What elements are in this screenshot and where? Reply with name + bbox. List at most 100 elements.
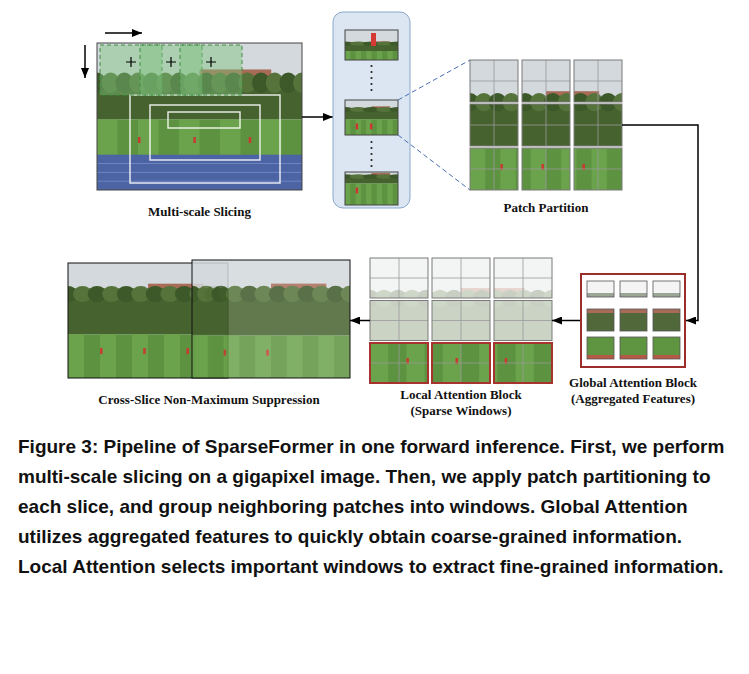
- ellipsis-dot: [370, 71, 372, 73]
- window: [574, 104, 622, 146]
- photo: [192, 260, 350, 378]
- stage-label: Patch Partition: [504, 200, 589, 216]
- window: [522, 148, 570, 190]
- arrow: [302, 116, 333, 118]
- player: [370, 123, 373, 129]
- aggregated-tile: [620, 337, 647, 359]
- player: [356, 123, 359, 129]
- flow-arrow: [350, 320, 370, 322]
- patch-line: [432, 363, 490, 364]
- aggregated-tile-band: [620, 293, 647, 297]
- aggregated-tile-band: [620, 309, 647, 313]
- patch-line: [574, 81, 622, 82]
- aggregated-tile-band: [587, 309, 614, 313]
- zoom-line: [398, 60, 470, 100]
- patch-line: [574, 169, 622, 170]
- sky: [345, 30, 398, 60]
- window: [470, 104, 518, 146]
- ellipsis-dot: [370, 159, 372, 161]
- aggregated-tile-band: [653, 293, 680, 297]
- field-stripe: [356, 184, 361, 205]
- ellipsis-dot: [370, 153, 372, 155]
- field-stripe: [356, 51, 361, 60]
- selected-window: [432, 343, 490, 383]
- photo: [345, 100, 398, 135]
- field: [470, 148, 622, 190]
- window: [470, 148, 518, 190]
- field-stripe: [377, 184, 382, 205]
- aggregated-tile-frame: [587, 281, 614, 297]
- photo: [345, 172, 398, 205]
- sky: [370, 258, 552, 383]
- flow-arrow: [552, 320, 580, 322]
- photo-frame: [97, 43, 302, 190]
- player: [138, 137, 141, 143]
- plus-mark: [166, 57, 176, 67]
- window-gutter: [518, 60, 522, 190]
- arrow: [105, 32, 142, 34]
- photo-frame: [192, 260, 350, 378]
- field-stripe: [100, 334, 116, 378]
- field-stripe: [366, 119, 371, 135]
- field-stripe: [132, 334, 148, 378]
- person: [371, 33, 376, 46]
- window: [522, 104, 570, 146]
- ellipsis-dot: [370, 83, 372, 85]
- ellipsis-dot: [370, 141, 372, 143]
- field: [68, 334, 228, 378]
- ellipsis-dot: [370, 65, 372, 67]
- window: [470, 60, 518, 102]
- ellipsis-dot: [370, 147, 372, 149]
- window-gutter: [570, 60, 574, 190]
- window: [522, 60, 570, 102]
- sky: [345, 100, 398, 135]
- flow-arrow: [622, 125, 698, 321]
- slice-panel: [333, 12, 410, 208]
- field-stripe: [387, 184, 392, 205]
- player: [266, 350, 269, 356]
- field-stripe: [387, 119, 392, 135]
- selected-window: [494, 343, 552, 383]
- tree-crown: [389, 41, 398, 45]
- stage-label: Local Attention Block (Sparse Windows): [386, 387, 536, 419]
- tree-crown: [389, 107, 398, 112]
- field: [345, 119, 398, 135]
- stands-row: [97, 163, 302, 164]
- patch-line: [494, 363, 552, 364]
- field-stripe: [224, 336, 240, 378]
- field: [370, 343, 552, 383]
- aggregated-tile: [653, 281, 680, 297]
- player: [224, 350, 227, 356]
- aggregated-tile: [653, 337, 680, 359]
- patch-line: [370, 320, 428, 321]
- player: [249, 137, 252, 143]
- field-stripe: [377, 51, 382, 60]
- patch-line: [574, 125, 622, 126]
- patch-line: [470, 125, 518, 126]
- sliding-window: [180, 45, 242, 95]
- window: [494, 301, 552, 341]
- window: [574, 60, 622, 102]
- aggregated-tile-frame: [587, 309, 614, 331]
- patch-line: [522, 81, 570, 82]
- field-stripe: [255, 336, 271, 378]
- patch-line: [494, 320, 552, 321]
- field-stripe: [68, 334, 84, 378]
- tree-crown: [341, 286, 350, 303]
- field-stripe: [345, 119, 350, 135]
- aggregated-tile-frame: [587, 337, 614, 359]
- selected-window: [370, 343, 428, 383]
- plus-mark: [126, 57, 136, 67]
- player: [193, 137, 196, 143]
- aggregated-tile: [620, 281, 647, 297]
- stage-label: Global Attention Block (Aggregated Featu…: [553, 375, 713, 407]
- field-stripe: [356, 119, 361, 135]
- window: [370, 258, 428, 298]
- field-stripe: [318, 336, 334, 378]
- tree-crown: [293, 72, 302, 93]
- patch-line: [494, 278, 552, 279]
- window: [574, 148, 622, 190]
- player: [356, 188, 359, 194]
- window: [370, 301, 428, 341]
